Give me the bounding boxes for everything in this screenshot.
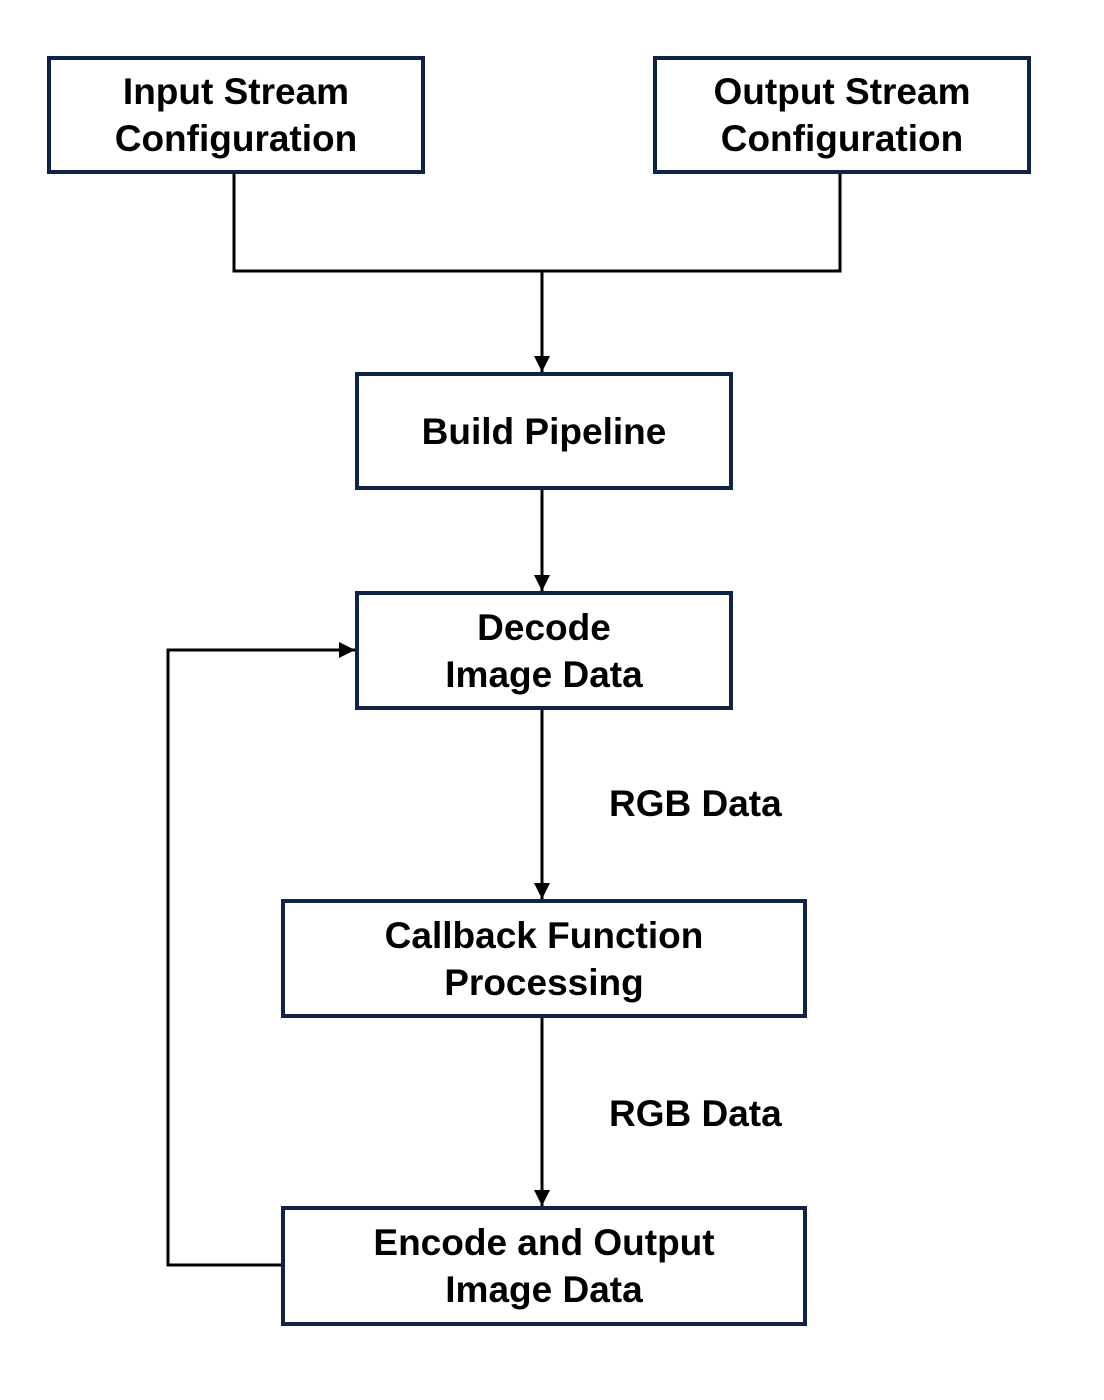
node-label-line: Output Stream [713,71,971,112]
node-label-line: Image Data [445,653,643,695]
node-label-line: Callback Function [384,914,704,956]
arrow-encode-loop-to-decode [166,642,355,1267]
node-encode-and-output-image-data: Encode and Output Image Data [281,1206,807,1326]
node-label-line: Configuration [114,118,358,159]
connector-output-to-merge [542,174,842,273]
node-decode-image-data: Decode Image Data [355,591,733,710]
edge-label-decode-to-callback: RGB Data [609,783,782,824]
node-label-line: Processing [444,961,644,1003]
node-label-line: Build Pipeline [421,410,667,452]
node-label-line: Image Data [445,1269,643,1310]
node-build-pipeline: Build Pipeline [355,372,733,490]
node-label-line: Decode [477,606,611,648]
node-label-line: Input Stream [122,71,350,112]
node-input-stream-configuration: Input Stream Configuration [47,56,425,174]
node-label-line: Configuration [720,118,964,159]
edge-label-callback-to-encode: RGB Data [609,1093,782,1134]
connector-input-to-merge [232,174,542,273]
node-output-stream-configuration: Output Stream Configuration [653,56,1031,174]
node-label-line: Encode and Output [373,1222,715,1263]
node-callback-function-processing: Callback Function Processing [281,899,807,1018]
